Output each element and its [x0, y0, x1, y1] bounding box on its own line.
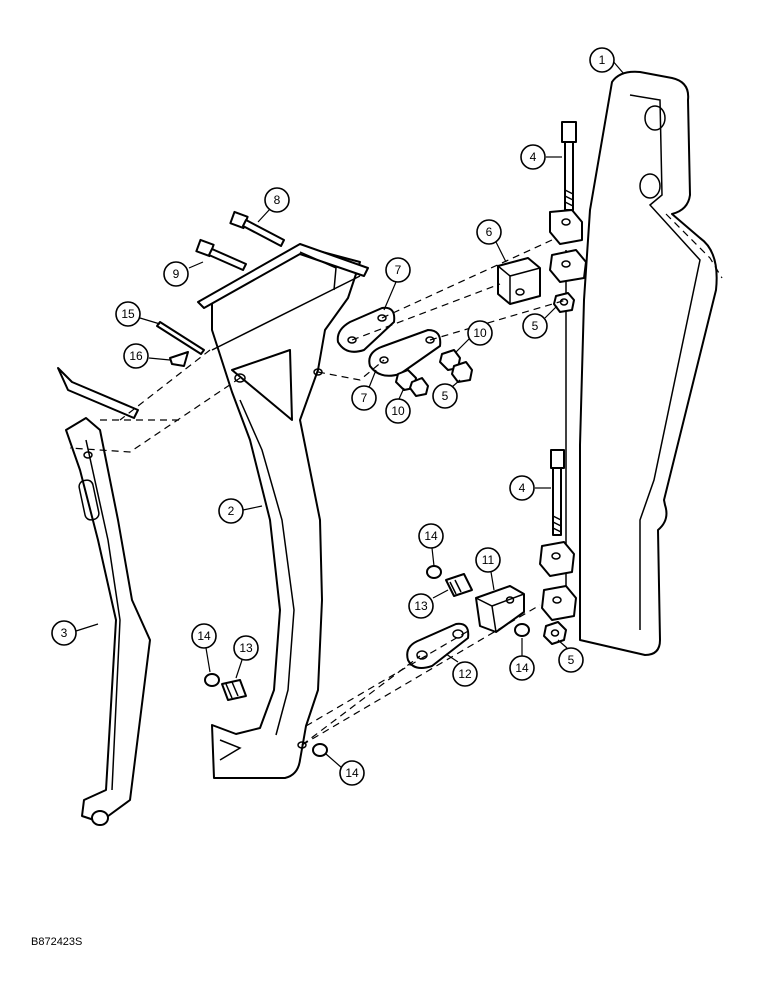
svg-text:10: 10	[473, 326, 487, 340]
callout-8: 8	[257, 187, 290, 223]
svg-text:11: 11	[482, 553, 495, 567]
svg-text:2: 2	[228, 504, 235, 518]
callout-4-lower: 4	[509, 475, 551, 501]
part-7-lower-link	[368, 329, 442, 377]
lower-clevis-bracket	[539, 541, 577, 621]
part-8-bolt	[229, 210, 285, 247]
callout-11: 11	[475, 547, 501, 591]
callout-9: 9	[163, 261, 204, 287]
part-16-clip	[169, 351, 189, 367]
callout-7-lower: 7	[351, 369, 377, 411]
part-3-link-rod	[57, 367, 151, 826]
callout-13-right: 13	[408, 589, 449, 619]
callout-10-left: 10	[385, 387, 411, 424]
part-13-bushing-left	[221, 679, 247, 701]
callout-5-middle: 5	[432, 379, 461, 409]
part-12-link	[406, 622, 470, 669]
callout-4-upper: 4	[520, 144, 562, 170]
svg-text:13: 13	[414, 599, 428, 613]
callout-2: 2	[218, 498, 263, 524]
part-4-lower-bolt	[550, 449, 565, 536]
part-5-nut-b	[409, 377, 429, 397]
svg-text:14: 14	[345, 766, 359, 780]
svg-text:3: 3	[61, 626, 68, 640]
callout-15: 15	[115, 301, 161, 327]
svg-text:6: 6	[486, 225, 493, 239]
part-15-pin	[156, 321, 205, 355]
part-13-bushing-right	[445, 573, 473, 597]
svg-text:5: 5	[442, 389, 449, 403]
callout-14-right: 14	[509, 638, 535, 681]
svg-text:14: 14	[197, 629, 211, 643]
callout-1: 1	[589, 47, 625, 75]
part-14-rings	[204, 565, 530, 757]
svg-text:9: 9	[173, 267, 180, 281]
part-6-block	[497, 257, 541, 305]
svg-text:4: 4	[519, 481, 526, 495]
part-4-upper-bolt	[561, 121, 577, 211]
svg-text:5: 5	[568, 653, 575, 667]
callout-5-lower: 5	[557, 639, 584, 673]
callout-14-bottom: 14	[325, 753, 365, 786]
callout-5-upper: 5	[522, 305, 558, 339]
callout-10-right: 10	[455, 320, 493, 353]
callout-3: 3	[51, 620, 99, 646]
callout-16: 16	[123, 343, 171, 369]
callout-12: 12	[445, 653, 478, 687]
part-7-upper-link	[336, 306, 396, 353]
callout-7-upper: 7	[383, 257, 411, 311]
svg-text:12: 12	[458, 667, 472, 681]
part-1-mounting-frame	[565, 70, 723, 656]
part-9-bolt	[195, 238, 247, 271]
svg-text:14: 14	[515, 661, 529, 675]
svg-text:7: 7	[395, 263, 402, 277]
svg-text:10: 10	[391, 404, 405, 418]
part-11-clevis	[475, 585, 525, 633]
callout-13-left: 13	[233, 635, 259, 679]
part-2-pedal-arm	[197, 243, 369, 779]
svg-text:4: 4	[530, 150, 537, 164]
upper-clevis-bracket	[549, 209, 587, 283]
svg-text:1: 1	[599, 53, 606, 67]
callout-14-left: 14	[191, 623, 217, 673]
svg-text:5: 5	[532, 319, 539, 333]
svg-text:13: 13	[239, 641, 253, 655]
svg-text:15: 15	[121, 307, 135, 321]
callout-14-upper: 14	[418, 523, 444, 567]
part-5-lower-nut	[543, 621, 567, 645]
svg-text:14: 14	[424, 529, 438, 543]
part-5-nut-c	[451, 361, 473, 383]
assembly-lines	[69, 239, 567, 746]
drawing-reference: B872423S	[31, 936, 82, 948]
svg-text:8: 8	[274, 193, 281, 207]
part-5-upper-nut	[553, 292, 575, 313]
svg-text:7: 7	[361, 391, 368, 405]
svg-text:16: 16	[129, 349, 143, 363]
callout-6: 6	[476, 219, 507, 263]
